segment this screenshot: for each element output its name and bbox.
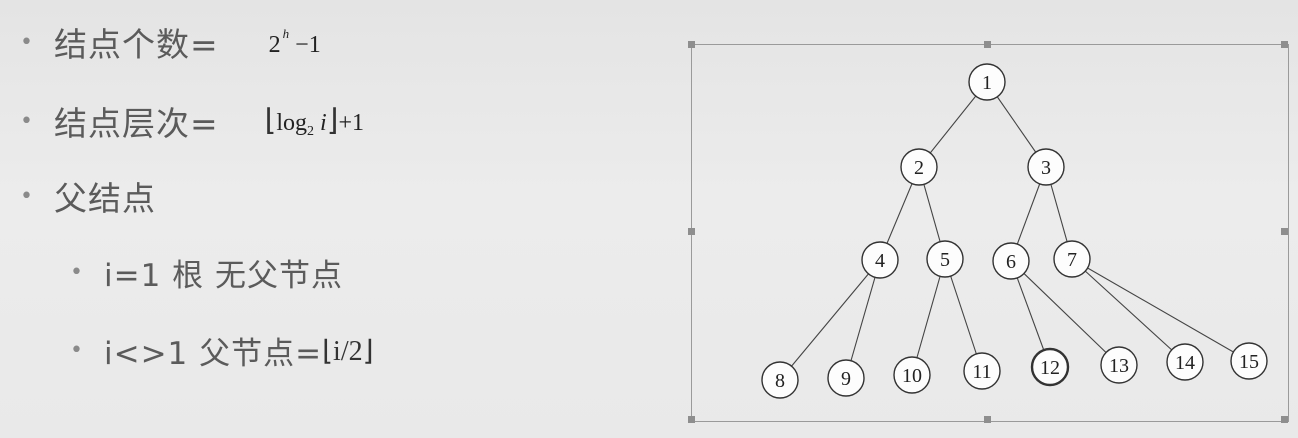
- formula-variable: i: [314, 109, 327, 136]
- bullet-dot: •: [70, 260, 83, 285]
- tree-node-5: 5: [926, 240, 964, 278]
- node-label: 8: [775, 370, 785, 392]
- node-level-formula: ⌊log2 i⌋+1: [265, 103, 364, 140]
- formula-tail: +1: [338, 109, 364, 136]
- parent-formula: ⌊i/2⌋: [322, 335, 374, 367]
- tree-node-1: 1: [968, 63, 1006, 101]
- subbullet-parent-formula: • i<>1 父节点= ⌊i/2⌋: [70, 328, 374, 373]
- resize-handle[interactable]: [688, 228, 695, 235]
- node-label: 7: [1067, 249, 1077, 271]
- tree-node-10: 10: [893, 356, 931, 394]
- node-label: 5: [940, 249, 950, 271]
- resize-handle[interactable]: [984, 416, 991, 423]
- subbullet-root: • i=1 根 无父节点: [70, 250, 343, 295]
- node-label: 10: [902, 365, 922, 387]
- tree-node-6: 6: [992, 242, 1030, 280]
- node-label: 13: [1109, 355, 1129, 377]
- bullet-label: 结点个数=: [54, 25, 219, 64]
- edge-6-13: [1010, 260, 1120, 366]
- tree-node-4: 4: [861, 241, 899, 279]
- resize-handle[interactable]: [984, 41, 991, 48]
- subbullet-label: i=1 根 无父节点: [104, 258, 344, 294]
- tree-node-9: 9: [827, 359, 865, 397]
- tree-node-15: 15: [1230, 342, 1268, 380]
- resize-handle[interactable]: [1281, 228, 1288, 235]
- tree-edges: [779, 81, 1250, 381]
- edge-5-10: [911, 258, 946, 376]
- floor-open: ⌊: [264, 103, 277, 137]
- node-label: 2: [914, 157, 924, 179]
- tree-node-12: 12: [1030, 347, 1070, 387]
- tree-node-11: 11: [963, 352, 1001, 390]
- tree-node-3: 3: [1027, 148, 1065, 186]
- node-label: 11: [972, 361, 991, 383]
- tree-node-2: 2: [900, 148, 938, 186]
- subbullet-label: i<>1 父节点=: [104, 336, 323, 372]
- bullet-node-level: • 结点层次= ⌊log2 i⌋+1: [20, 97, 364, 145]
- bullet-label: 结点层次=: [54, 104, 219, 143]
- tree-node-14: 14: [1166, 343, 1204, 381]
- formula-base: 2: [268, 31, 281, 58]
- floor-close: ⌋: [326, 103, 339, 137]
- bullet-dot: •: [20, 183, 33, 209]
- tree-node-13: 13: [1100, 346, 1138, 384]
- bullet-dot: •: [20, 108, 33, 134]
- formula-subscript: 2: [307, 123, 315, 139]
- formula-tail: −1: [289, 31, 321, 58]
- bullet-label: 父结点: [54, 179, 156, 218]
- resize-handle[interactable]: [1281, 41, 1288, 48]
- node-label: 3: [1041, 157, 1051, 179]
- resize-handle[interactable]: [688, 41, 695, 48]
- node-label: 14: [1175, 352, 1195, 374]
- node-label: 6: [1006, 251, 1016, 273]
- edge-5-11: [944, 258, 983, 372]
- tree-node-8: 8: [761, 361, 799, 399]
- edge-4-8: [779, 259, 881, 381]
- node-label: 12: [1040, 357, 1060, 379]
- edge-4-9: [845, 259, 881, 379]
- node-label: 15: [1239, 351, 1259, 373]
- bullet-parent: • 父结点: [20, 172, 156, 220]
- bullet-dot: •: [70, 338, 83, 363]
- node-label: 4: [875, 250, 885, 272]
- node-label: 9: [841, 368, 851, 390]
- node-label: 1: [982, 72, 992, 94]
- edge-7-15: [1071, 258, 1250, 362]
- bullet-dot: •: [20, 29, 33, 55]
- resize-handle[interactable]: [1281, 416, 1288, 423]
- resize-handle[interactable]: [688, 416, 695, 423]
- formula-log: log: [276, 109, 308, 136]
- tree-node-7: 7: [1053, 240, 1091, 278]
- formula-exponent: h: [282, 25, 290, 41]
- edge-7-14: [1071, 258, 1186, 363]
